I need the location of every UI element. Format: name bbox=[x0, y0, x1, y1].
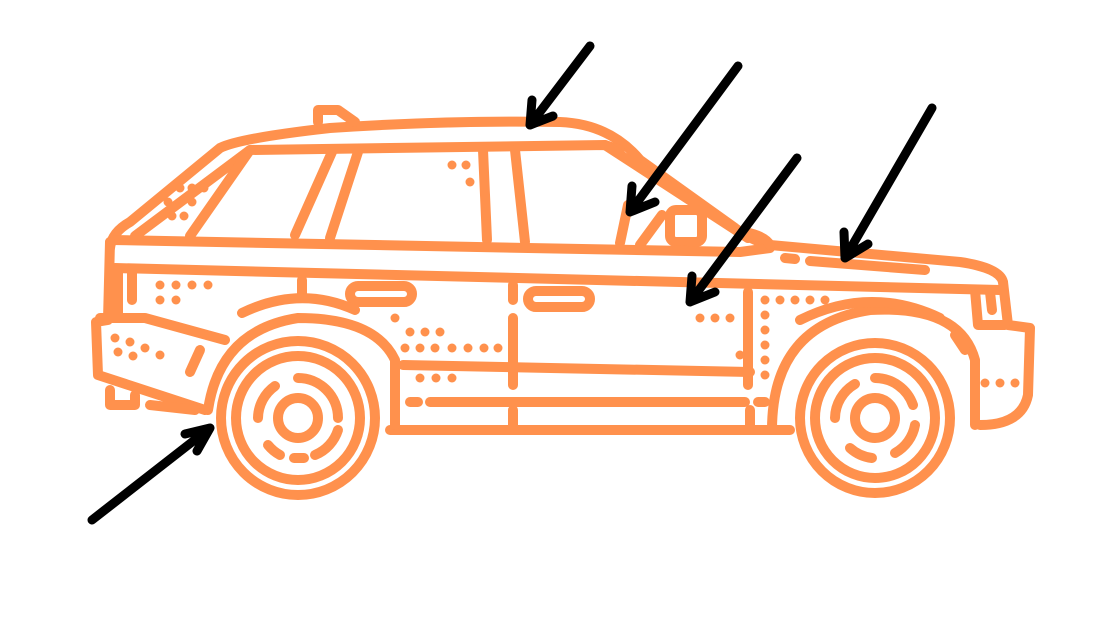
texture-dot bbox=[140, 343, 150, 353]
texture-dot bbox=[155, 280, 165, 290]
rear-wheel bbox=[216, 336, 380, 500]
texture-dot bbox=[760, 310, 770, 320]
texture-dot bbox=[415, 343, 425, 353]
texture-dot bbox=[203, 280, 213, 290]
texture-dot bbox=[167, 211, 177, 221]
texture-dot bbox=[435, 327, 445, 337]
texture-dot bbox=[430, 343, 440, 353]
texture-dot bbox=[695, 313, 705, 323]
texture-dot bbox=[128, 351, 138, 361]
texture-dot bbox=[820, 295, 830, 305]
texture-dot bbox=[110, 333, 120, 343]
texture-dot bbox=[790, 295, 800, 305]
texture-dot bbox=[400, 343, 410, 353]
texture-dot bbox=[995, 378, 1005, 388]
texture-dot bbox=[155, 350, 165, 360]
texture-dot bbox=[980, 378, 990, 388]
texture-dot bbox=[493, 343, 503, 353]
texture-dot bbox=[805, 295, 815, 305]
texture-dot bbox=[479, 343, 489, 353]
arrow-roof bbox=[525, 41, 595, 130]
pointer-arrows bbox=[87, 41, 937, 525]
texture-dot bbox=[760, 355, 770, 365]
texture-dot bbox=[447, 160, 457, 170]
texture-dot bbox=[420, 327, 430, 337]
texture-dot bbox=[760, 325, 770, 335]
texture-dot bbox=[735, 350, 745, 360]
texture-dot bbox=[431, 373, 441, 383]
texture-dot bbox=[113, 347, 123, 357]
texture-dot bbox=[175, 183, 185, 193]
texture-dot bbox=[447, 343, 457, 353]
arrow-hood bbox=[839, 103, 937, 263]
texture-dot bbox=[187, 197, 197, 207]
texture-dot bbox=[760, 340, 770, 350]
texture-dot bbox=[405, 327, 415, 337]
car-body bbox=[91, 105, 1035, 435]
texture-dot bbox=[175, 197, 185, 207]
texture-dot bbox=[163, 197, 173, 207]
texture-dot bbox=[461, 160, 471, 170]
texture-dot bbox=[415, 373, 425, 383]
texture-dot bbox=[171, 295, 181, 305]
arrow-rear-wheel-arch bbox=[87, 423, 215, 525]
texture-dot bbox=[187, 280, 197, 290]
texture-dot bbox=[447, 373, 457, 383]
texture-dot bbox=[760, 295, 770, 305]
texture-dot bbox=[179, 211, 189, 221]
arrow-mirror bbox=[625, 61, 743, 217]
texture-dot bbox=[465, 177, 475, 187]
texture-dot bbox=[125, 337, 135, 347]
texture-dot bbox=[1010, 378, 1020, 388]
car-illustration bbox=[91, 105, 1035, 500]
texture-dot bbox=[725, 313, 735, 323]
texture-dot bbox=[775, 295, 785, 305]
texture-dot bbox=[760, 370, 770, 380]
texture-dot bbox=[187, 183, 197, 193]
texture-dots bbox=[110, 160, 1020, 388]
front-wheel bbox=[795, 338, 955, 498]
texture-dot bbox=[155, 295, 165, 305]
texture-dot bbox=[463, 343, 473, 353]
texture-dot bbox=[199, 183, 209, 193]
texture-dot bbox=[710, 313, 720, 323]
texture-dot bbox=[171, 280, 181, 290]
arrow-door bbox=[685, 153, 802, 307]
texture-dot bbox=[390, 313, 400, 323]
